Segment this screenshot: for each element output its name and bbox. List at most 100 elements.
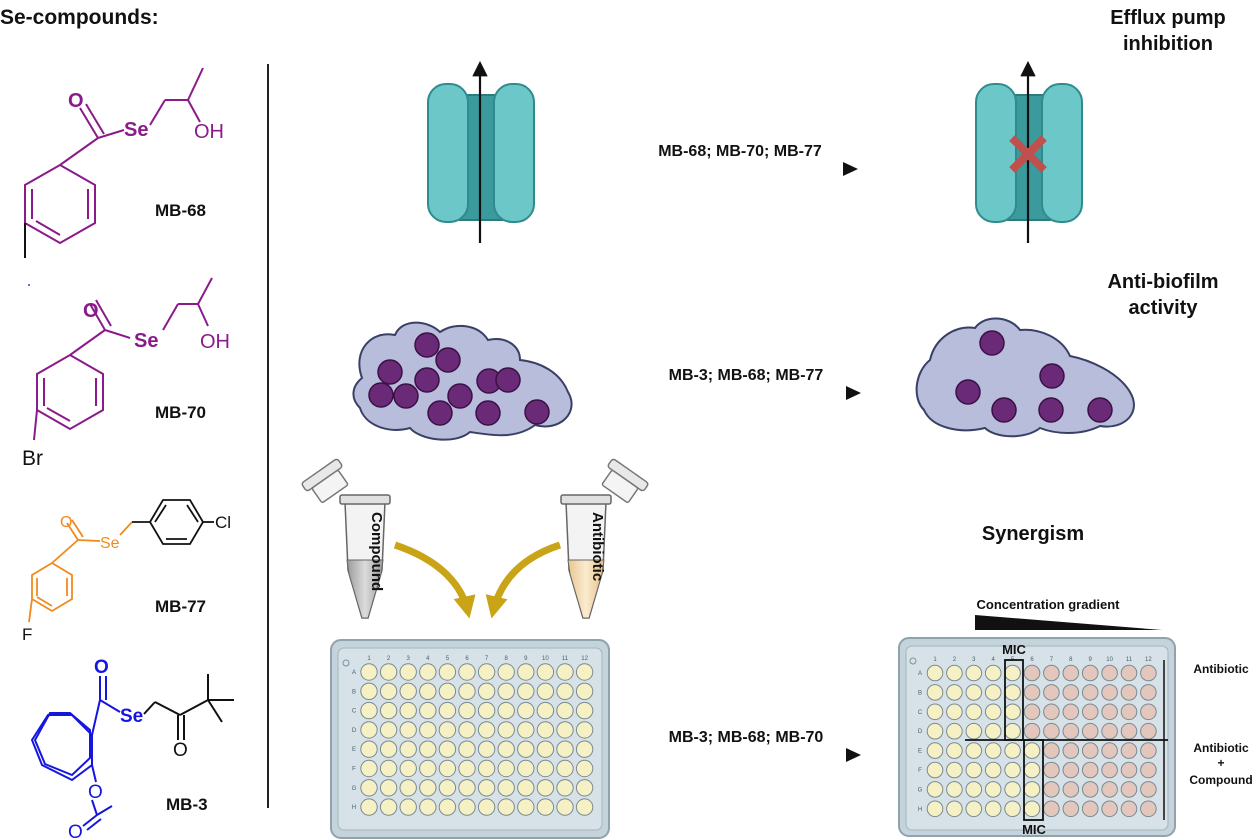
plate-well xyxy=(1101,781,1118,798)
mic-label-bottom: MIC xyxy=(1022,822,1046,837)
plate-well xyxy=(379,663,398,681)
plate-row-label: C xyxy=(352,709,357,715)
plate-well xyxy=(477,721,496,739)
plate-row-label: D xyxy=(918,729,923,735)
plate-well xyxy=(1043,742,1060,759)
plate-well xyxy=(1023,722,1041,740)
plate-well xyxy=(556,663,574,681)
plate-column-label: 1 xyxy=(367,656,371,662)
plate-row-label: B xyxy=(918,690,922,696)
plate-well xyxy=(536,779,555,797)
plate-column-label: 8 xyxy=(1069,657,1073,663)
plate-well xyxy=(1120,703,1138,721)
plate-well xyxy=(1081,742,1099,759)
plate-well xyxy=(1023,742,1041,759)
plate-well xyxy=(458,682,476,700)
plate-well xyxy=(1081,722,1099,740)
plate-well xyxy=(965,742,983,759)
plate-well xyxy=(399,779,417,797)
plate-well xyxy=(497,759,515,778)
plate-well xyxy=(1023,703,1041,721)
plate-column-label: 6 xyxy=(1030,657,1034,663)
plate-well xyxy=(1004,684,1021,701)
plate-row-label: D xyxy=(352,728,357,734)
plate-well xyxy=(517,721,535,739)
plate-well xyxy=(1140,742,1157,759)
plate-well xyxy=(399,682,417,700)
plate-well xyxy=(926,684,944,701)
plate-row-label: H xyxy=(352,805,356,811)
plate-well xyxy=(556,721,574,739)
plate-well xyxy=(438,721,457,739)
plate-well xyxy=(1120,781,1138,798)
plate-well xyxy=(556,779,574,797)
plate-well xyxy=(926,722,944,740)
mb-77-label: MB-77 xyxy=(155,597,206,616)
plate-well xyxy=(1140,761,1157,779)
synergism-title: Synergism xyxy=(982,523,1084,545)
plate-column-label: 11 xyxy=(1126,657,1133,663)
plate-well xyxy=(984,722,1002,740)
plate-well xyxy=(984,703,1002,721)
plate-well xyxy=(379,779,398,797)
plate-well xyxy=(926,761,944,779)
antibiotic-tube xyxy=(560,458,649,619)
structure-mb-68 xyxy=(24,67,204,245)
efflux-pump-inhibited xyxy=(975,60,1083,243)
plate-well xyxy=(477,701,496,720)
plate-well xyxy=(1043,781,1060,798)
row-label-combo-line1: Antibiotic xyxy=(1193,741,1249,755)
mb-70-selenium: Se xyxy=(134,330,158,352)
plate-well xyxy=(1101,703,1118,721)
plate-well xyxy=(1120,684,1138,701)
plate-well xyxy=(438,682,457,700)
plate-well xyxy=(1062,761,1080,779)
mb-77-fluorine: F xyxy=(22,625,32,644)
plate-well xyxy=(438,798,457,816)
efflux-arrow xyxy=(630,162,858,176)
plate-well xyxy=(458,798,476,816)
plate-well xyxy=(1081,781,1099,798)
plate-well xyxy=(984,742,1002,759)
gradient-label: Concentration gradient xyxy=(976,597,1120,612)
compound-tube-label: Compound xyxy=(368,512,385,591)
plate-well xyxy=(1062,664,1080,682)
plate-well xyxy=(1004,742,1021,759)
row-label-antibiotic: Antibiotic xyxy=(1193,662,1249,676)
plate-well xyxy=(1081,800,1099,818)
plate-column-label: 9 xyxy=(524,656,528,662)
plate-well xyxy=(438,779,457,797)
plate-column-label: 12 xyxy=(1145,657,1152,663)
plate-well xyxy=(946,703,963,721)
plate-well xyxy=(360,682,378,700)
plate-well xyxy=(1081,684,1099,701)
plate-well xyxy=(536,798,555,816)
plate-well xyxy=(477,663,496,681)
plate-well xyxy=(360,740,378,758)
plate-well xyxy=(517,759,535,778)
plate-well xyxy=(1023,781,1041,798)
mb-68-oxygen: O xyxy=(68,90,84,112)
plate-well xyxy=(379,798,398,816)
plate-well xyxy=(926,742,944,759)
efflux-pump-active xyxy=(427,60,535,243)
plate-column-label: 2 xyxy=(953,657,957,663)
mb-68-selenium: Se xyxy=(124,119,148,141)
plate-well xyxy=(1023,664,1041,682)
plate-well xyxy=(575,740,594,758)
gradient-wedge xyxy=(975,615,1162,630)
plate-well xyxy=(946,664,963,682)
plate-well xyxy=(1081,761,1099,779)
plate-well xyxy=(965,800,983,818)
plate-column-label: 6 xyxy=(465,656,469,662)
plate-well xyxy=(497,740,515,758)
row-label-combo-line2: + xyxy=(1217,756,1224,770)
plate-well xyxy=(360,759,378,778)
plate-well xyxy=(517,740,535,758)
structure-mb-3 xyxy=(30,676,121,831)
plate-well xyxy=(360,721,378,739)
plate-well xyxy=(946,781,963,798)
plate-well xyxy=(458,701,476,720)
plate-well xyxy=(1062,703,1080,721)
plate-well xyxy=(458,663,476,681)
